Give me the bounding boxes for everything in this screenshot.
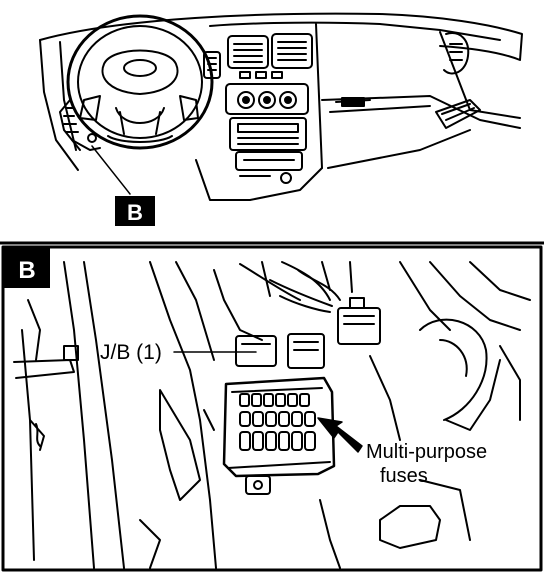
fuse-row-1 [239, 393, 310, 407]
steering-column-detail [369, 261, 531, 441]
passenger-vent-upper [443, 32, 470, 75]
kick-panel [139, 261, 217, 569]
wiring-harness [213, 261, 353, 341]
brake-pedal [319, 479, 471, 569]
relay-connector-left [235, 335, 277, 367]
relay-connector-right [337, 297, 381, 345]
passenger-vent-lower [435, 99, 481, 129]
fuses-label-line2: fuses [380, 465, 428, 487]
center-stack [229, 117, 307, 184]
fuse-row-3 [239, 431, 316, 451]
callout-badge-b: B [115, 196, 155, 226]
junction-block [222, 376, 336, 495]
fuses-label-line1: Multi-purpose [366, 441, 487, 463]
glovebox [329, 97, 431, 113]
steering-wheel [66, 14, 214, 150]
door-pillar [13, 261, 125, 569]
detail-frame [1, 245, 543, 572]
fuse-arrow-icon [317, 417, 363, 453]
panel-badge-b: B [4, 248, 50, 288]
panel-label: B [18, 257, 35, 284]
fuse-row-2 [239, 411, 316, 427]
junction-block-label: J/B (1) [100, 341, 162, 364]
center-vents [227, 33, 313, 79]
callout-leader [91, 145, 131, 195]
left-vent [203, 51, 221, 79]
climate-knobs [225, 83, 309, 115]
callout-label: B [127, 200, 143, 225]
detail-view: B [1, 245, 543, 572]
steering-column [59, 99, 101, 151]
dashboard-overview: B [39, 12, 523, 226]
relay-connector-center [287, 333, 325, 369]
